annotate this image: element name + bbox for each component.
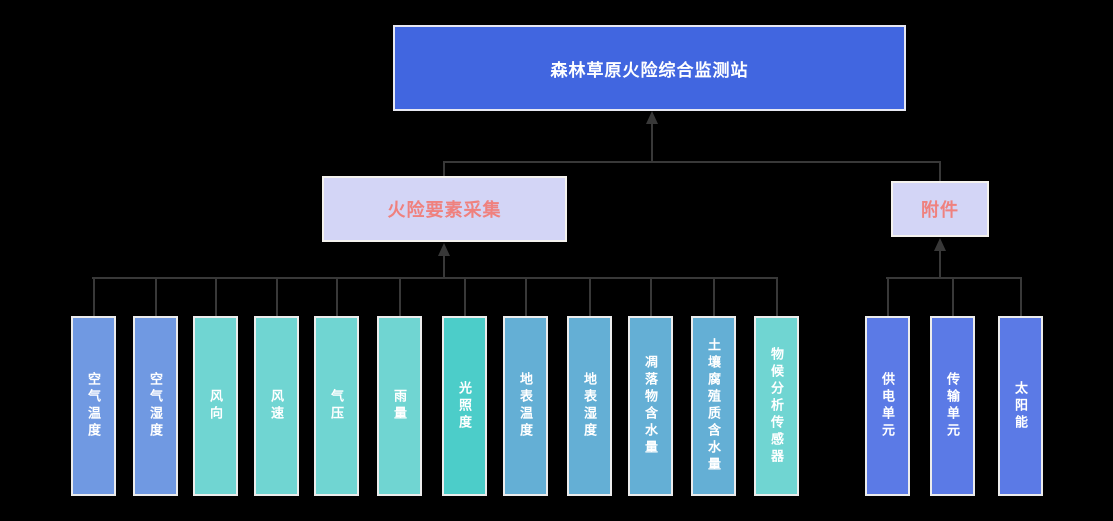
connector-accessory-stem: [939, 250, 941, 279]
node-phenology-sensor: 物候分析传感器: [754, 277, 799, 496]
connector-root-stem: [651, 123, 653, 163]
leaf-label: 凋落物含水量: [643, 355, 658, 457]
node-surface-humidity: 地表湿度: [567, 277, 612, 496]
node-surface-temperature: 地表温度: [503, 277, 548, 496]
node-air-humidity: 空气湿度: [133, 277, 178, 496]
node-soil-humus-water-content: 土壤腐殖质含水量: [691, 277, 736, 496]
leaf-label: 气压: [329, 389, 344, 423]
leaf-label: 风向: [208, 389, 223, 423]
node-air-pressure: 气压: [314, 277, 359, 496]
connector-to-accessory: [939, 161, 941, 182]
connector-accessory-bus: [886, 277, 1022, 279]
leaf-label: 太阳能: [1013, 380, 1028, 432]
connector-to-collection: [443, 161, 445, 177]
leaf-label: 土壤腐殖质含水量: [706, 338, 721, 474]
node-accessories: 附件: [891, 181, 989, 237]
node-illuminance: 光照度: [442, 277, 487, 496]
arrowhead-up-icon: [934, 238, 946, 251]
node-fire-risk-collection-label: 火险要素采集: [387, 200, 502, 220]
node-monitoring-station-label: 森林草原火险综合监测站: [550, 60, 749, 80]
node-wind-speed: 风速: [254, 277, 299, 496]
node-power-supply-unit: 供电单元: [865, 277, 910, 496]
node-fire-risk-collection: 火险要素采集: [322, 176, 567, 242]
arrowhead-up-icon: [646, 111, 658, 124]
leaf-label: 空气温度: [86, 372, 101, 440]
node-accessories-label: 附件: [921, 200, 959, 220]
arrowhead-up-icon: [438, 243, 450, 256]
node-rainfall: 雨量: [377, 277, 422, 496]
node-solar-energy: 太阳能: [998, 277, 1043, 496]
node-litter-water-content: 凋落物含水量: [628, 277, 673, 496]
node-monitoring-station: 森林草原火险综合监测站: [393, 25, 906, 111]
leaf-label: 传输单元: [945, 372, 960, 440]
leaf-label: 供电单元: [880, 372, 895, 440]
node-air-temperature: 空气温度: [71, 277, 116, 496]
leaf-label: 地表温度: [518, 372, 533, 440]
leaf-label: 风速: [269, 389, 284, 423]
node-transmission-unit: 传输单元: [930, 277, 975, 496]
leaf-label: 雨量: [392, 389, 407, 423]
leaf-label: 空气湿度: [148, 372, 163, 440]
connector-branch-bus: [443, 161, 941, 163]
leaf-label: 光照度: [457, 380, 472, 432]
leaf-label: 地表湿度: [582, 372, 597, 440]
node-wind-direction: 风向: [193, 277, 238, 496]
connector-collection-stem: [443, 255, 445, 279]
leaf-label: 物候分析传感器: [769, 346, 784, 466]
connector-collection-bus: [92, 277, 778, 279]
